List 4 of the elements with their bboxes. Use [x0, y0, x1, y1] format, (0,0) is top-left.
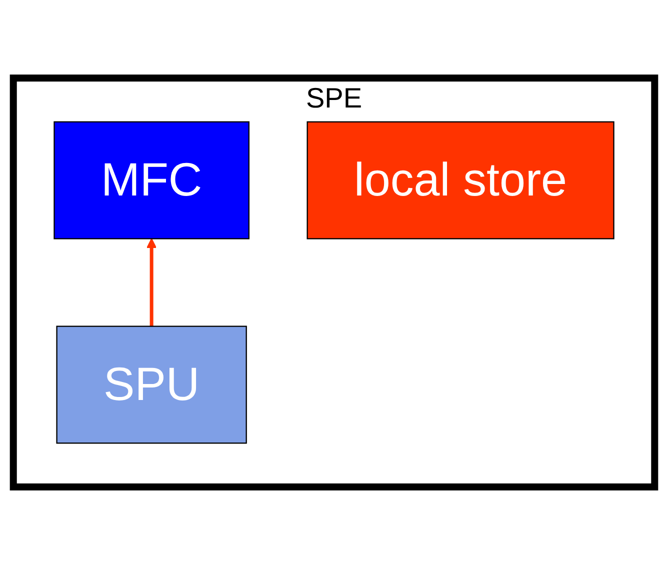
- node-box: local store: [306, 121, 614, 240]
- node-box: SPU: [56, 326, 247, 444]
- node-box: MFC: [54, 121, 250, 240]
- arrow: [146, 238, 157, 326]
